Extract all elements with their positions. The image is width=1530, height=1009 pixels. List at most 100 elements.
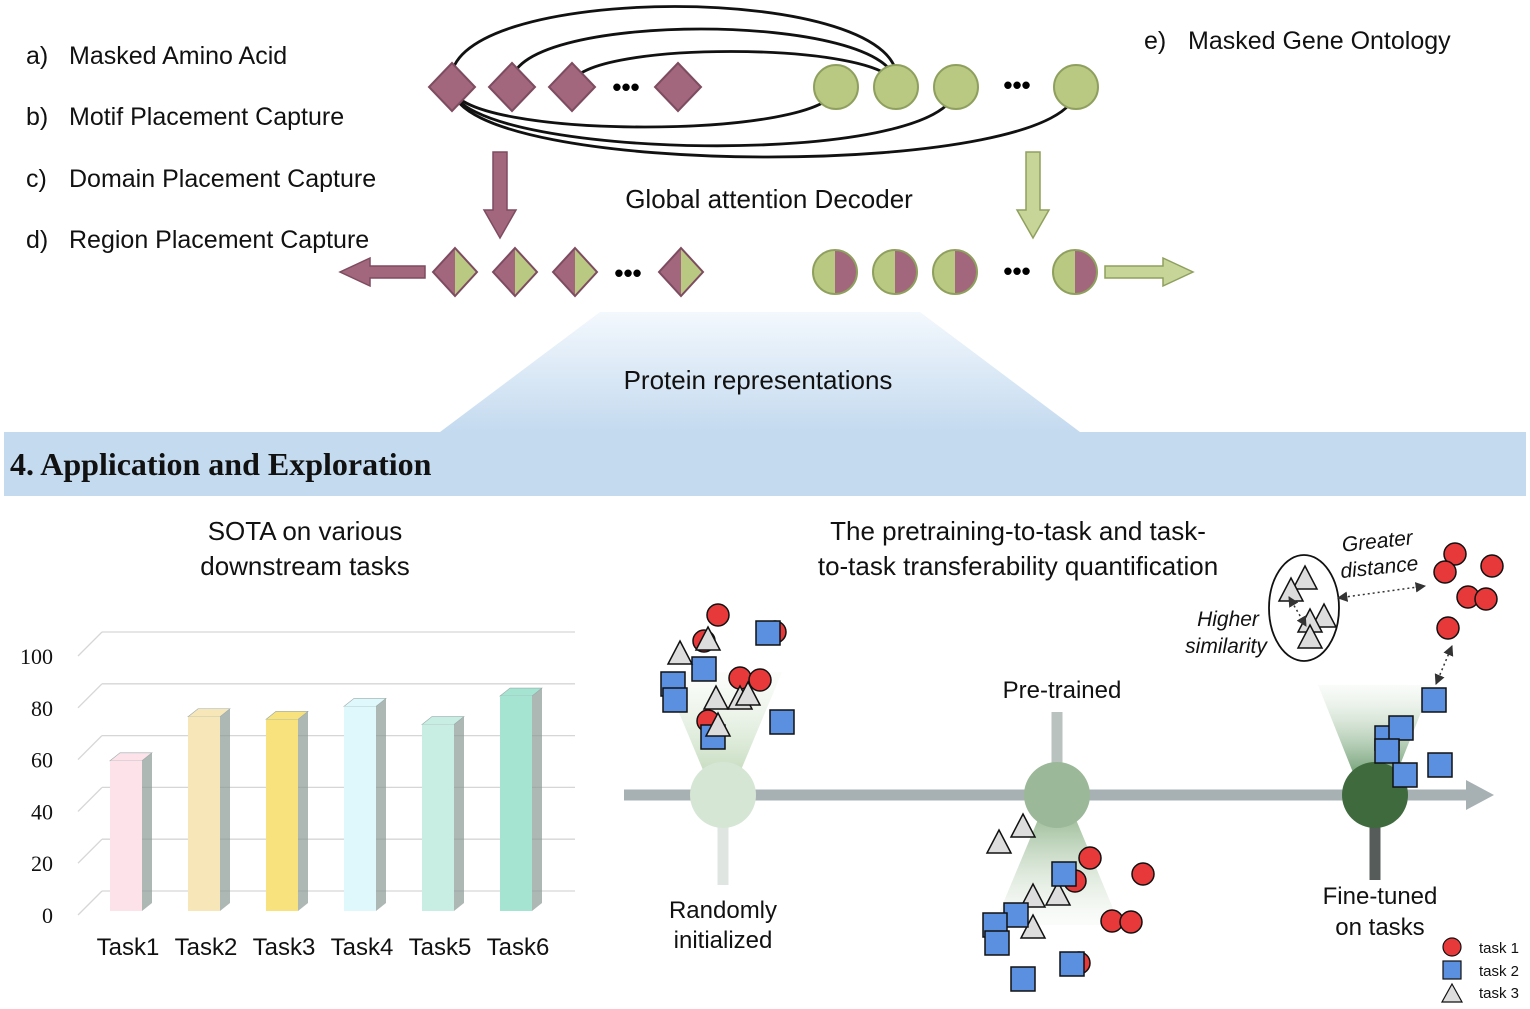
chart-x-tick-label: Task3 xyxy=(253,934,316,961)
task3-marker xyxy=(1009,812,1037,838)
transfer-title-line-2: to-task transferability quantification xyxy=(818,551,1218,581)
output-diamond xyxy=(657,246,705,298)
chart-title-line-2: downstream tasks xyxy=(200,551,410,581)
finetuned-label-line-2: on tasks xyxy=(1335,914,1424,941)
output-diamond xyxy=(551,246,599,298)
training-axis-arrowhead xyxy=(1466,780,1494,810)
chart-x-tick-label: Task5 xyxy=(409,934,472,961)
task-c-letter: c) xyxy=(26,165,47,193)
task3-marker xyxy=(1044,880,1072,906)
section-banner xyxy=(4,432,1526,496)
chart-gridline-diag xyxy=(77,890,103,916)
gene-ontology-circle xyxy=(873,64,919,110)
chart-title-line-1: SOTA on various xyxy=(208,516,403,546)
chart-bars xyxy=(109,687,543,911)
gene-ontology-circle xyxy=(813,64,859,110)
task3-marker xyxy=(734,680,762,706)
task1-marker xyxy=(1474,587,1498,611)
task2-marker xyxy=(1059,951,1085,977)
representation-funnel xyxy=(440,312,1080,432)
chart-y-tick-label: 0 xyxy=(42,903,53,928)
chart-bar-side xyxy=(454,716,464,911)
chart-y-tick-label: 60 xyxy=(31,748,53,773)
output-circle xyxy=(872,249,918,295)
attention-arcs xyxy=(450,5,1078,159)
task1-marker xyxy=(1131,862,1155,886)
finetune-distance-arrow xyxy=(1434,645,1454,685)
output-diamond xyxy=(491,246,539,298)
task3-marker xyxy=(1019,882,1047,908)
pretrained-label: Pre-trained xyxy=(1003,677,1122,704)
right-output-arrow xyxy=(1104,256,1195,288)
output-gene-ontology-tokens xyxy=(812,249,1098,295)
amino-acid-diamond xyxy=(653,61,703,113)
task1-marker xyxy=(1119,910,1143,934)
task-a-letter: a) xyxy=(26,42,49,70)
amino-acid-diamond xyxy=(487,61,537,113)
task-b-label: Motif Placement Capture xyxy=(69,103,345,131)
chart-bar-side xyxy=(532,688,542,911)
similarity-arrow xyxy=(1288,596,1307,627)
gene-ontology-circle xyxy=(1053,64,1099,110)
legend-task3-label: task 3 xyxy=(1479,985,1519,1002)
chart-bar xyxy=(499,687,543,911)
task1-marker xyxy=(748,668,772,692)
chart-bar-front xyxy=(266,719,298,911)
chart-bar-front xyxy=(110,760,142,911)
output-diamond xyxy=(431,246,479,298)
chart-bar-side xyxy=(298,711,308,911)
chart-bar-front xyxy=(188,716,220,911)
task2-marker xyxy=(1427,752,1453,778)
greater-distance-line-1: Greater xyxy=(1341,526,1415,556)
random-cluster xyxy=(660,603,795,750)
distance-arrow xyxy=(1336,582,1427,602)
similarity-ellipse xyxy=(1268,554,1340,662)
greater-distance-line-2: distance xyxy=(1339,552,1419,583)
output-circle xyxy=(1052,249,1098,295)
task2-marker xyxy=(1051,861,1077,887)
left-output-arrow xyxy=(338,256,426,288)
chart-gridline-diag xyxy=(77,735,103,761)
task1-marker xyxy=(1436,616,1460,640)
chart-y-tick-label: 20 xyxy=(31,851,53,876)
output-circle xyxy=(932,249,978,295)
task2-marker xyxy=(1421,687,1447,713)
amino-acid-tokens xyxy=(427,61,703,113)
ellipsis-top-left: ••• xyxy=(612,72,639,102)
task2-marker xyxy=(1003,902,1029,928)
finetuned-label-line-1: Fine-tuned xyxy=(1323,883,1438,910)
task1-marker xyxy=(1433,560,1457,584)
down-arrow-right xyxy=(1015,151,1051,240)
ellipsis-top-right: ••• xyxy=(1003,70,1030,100)
chart-bar-side xyxy=(376,698,386,911)
chart-bar xyxy=(421,716,465,911)
chart-gridline-diag xyxy=(77,786,103,812)
task3-marker xyxy=(1291,564,1319,590)
task-e-letter: e) xyxy=(1144,27,1167,55)
task-b-letter: b) xyxy=(26,103,49,131)
task1-marker xyxy=(1480,554,1504,578)
chart-bar-side xyxy=(142,752,152,911)
task3-marker xyxy=(694,625,722,651)
ellipsis-bottom-right: ••• xyxy=(1003,256,1030,286)
decoder-label: Global attention Decoder xyxy=(625,184,913,214)
task2-marker xyxy=(1010,966,1036,992)
task-d-letter: d) xyxy=(26,226,49,254)
task3-marker xyxy=(702,684,730,710)
pretrained-cluster xyxy=(982,812,1155,992)
ellipse-cluster xyxy=(1277,564,1338,649)
task1-marker xyxy=(1078,846,1102,870)
higher-similarity-line-2: similarity xyxy=(1185,635,1268,658)
legend-task2-label: task 2 xyxy=(1479,963,1519,980)
output-circle xyxy=(812,249,858,295)
legend-task1-marker xyxy=(1442,937,1462,957)
chart-bar xyxy=(343,698,387,911)
task1-marker xyxy=(706,603,730,627)
transfer-title-line-1: The pretraining-to-task and task- xyxy=(830,516,1206,546)
task2-marker xyxy=(755,620,781,646)
task-a-label: Masked Amino Acid xyxy=(69,42,288,70)
output-amino-acid-tokens xyxy=(431,246,705,298)
chart-bar-front xyxy=(422,724,454,911)
